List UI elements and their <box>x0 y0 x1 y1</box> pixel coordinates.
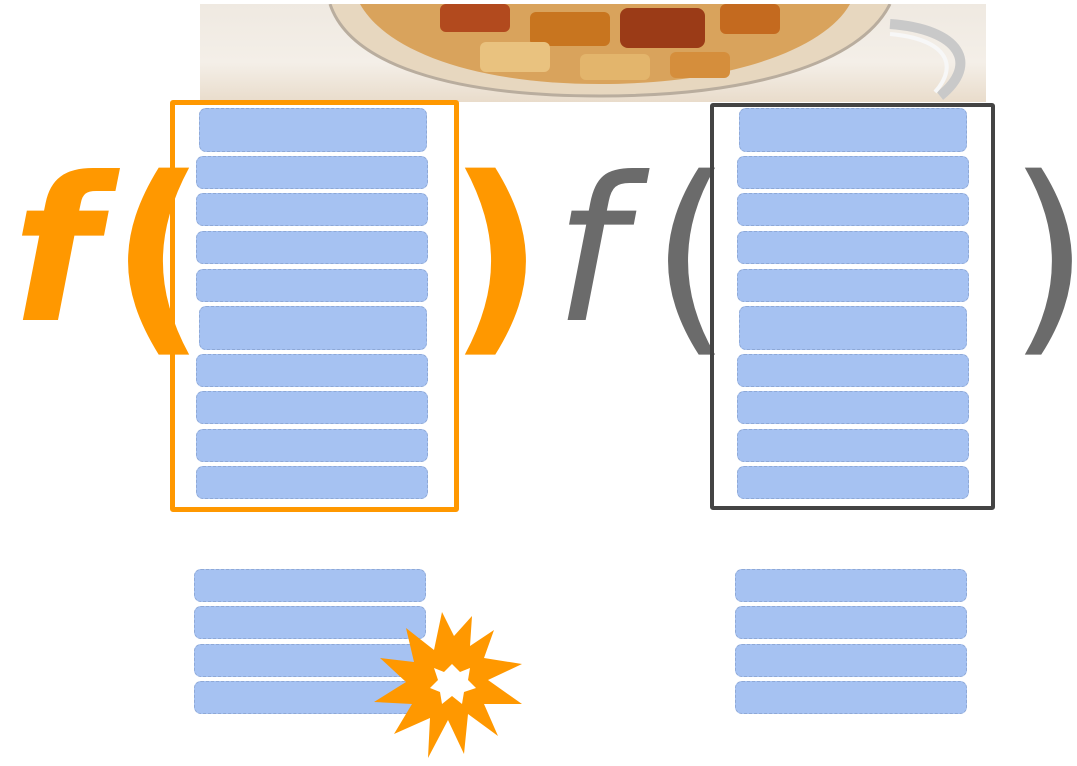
context-window-box-left <box>170 100 459 512</box>
waffle-photo <box>200 4 986 102</box>
input-bar <box>196 231 428 264</box>
close-paren-left: ) <box>448 132 544 377</box>
input-bar <box>737 269 969 302</box>
output-bar <box>194 606 426 639</box>
output-bar <box>735 644 967 677</box>
function-label-right: f <box>554 135 625 368</box>
input-bar <box>199 306 427 350</box>
input-bar <box>196 429 428 462</box>
input-bar <box>737 354 969 387</box>
input-bar <box>739 108 967 152</box>
input-bar <box>737 193 969 226</box>
input-bar <box>196 269 428 302</box>
output-bar <box>735 681 967 714</box>
waffle-bowl-illustration <box>328 4 966 100</box>
input-bar <box>196 466 428 499</box>
input-bar <box>737 429 969 462</box>
output-bar <box>735 606 967 639</box>
context-window-box-right <box>710 103 995 510</box>
output-bar <box>194 569 426 602</box>
input-bar <box>196 156 428 189</box>
output-bar <box>735 569 967 602</box>
close-paren-right: ) <box>1008 150 1077 360</box>
input-bar <box>196 193 428 226</box>
input-bar <box>737 231 969 264</box>
input-bar <box>739 306 967 350</box>
input-bar <box>737 466 969 499</box>
input-bar <box>196 391 428 424</box>
open-paren-right: ( <box>650 132 732 377</box>
input-bar <box>199 108 427 152</box>
input-bar <box>737 156 969 189</box>
open-paren-left: ( <box>110 132 206 377</box>
input-bar <box>196 354 428 387</box>
input-bar <box>737 391 969 424</box>
function-label-left: f <box>12 135 100 368</box>
explosion-icon <box>372 606 532 766</box>
